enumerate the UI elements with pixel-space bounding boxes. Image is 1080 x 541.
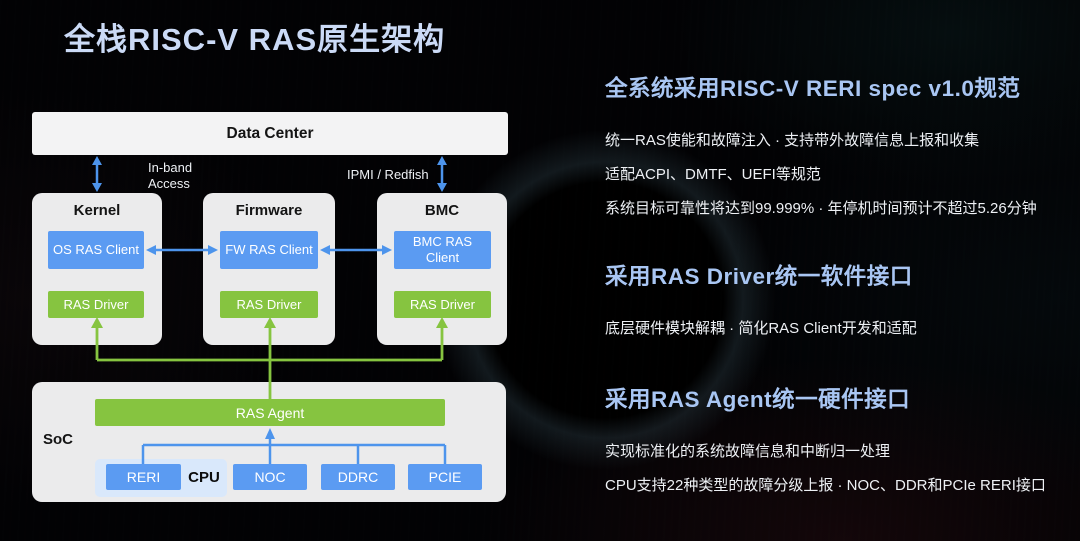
- section-bullet: 系统目标可靠性将达到99.999% · 年停机时间预计不超过5.26分钟: [605, 200, 1037, 217]
- cpu-label: CPU: [188, 468, 220, 486]
- noc-box: NOC: [233, 464, 307, 490]
- section-reri-spec: 全系统采用RISC-V RERI spec v1.0规范 统一RAS使能和故障注…: [605, 74, 1075, 233]
- kernel-title: Kernel: [73, 202, 121, 219]
- bmc-title: BMC: [424, 202, 460, 219]
- kernel-ras-driver-box: RAS Driver: [48, 291, 144, 318]
- bmc-ras-driver-box: RAS Driver: [394, 291, 491, 318]
- inband-access-label: In-band Access: [148, 160, 193, 191]
- page-title: 全栈RISC-V RAS原生架构: [64, 22, 446, 57]
- section-bullet: 适配ACPI、DMTF、UEFI等规范: [605, 166, 821, 183]
- data-center-label: Data Center: [226, 124, 314, 142]
- firmware-ras-driver-box: RAS Driver: [220, 291, 318, 318]
- firmware-title: Firmware: [235, 202, 303, 219]
- fw-ras-client-box: FW RAS Client: [220, 231, 318, 269]
- section-heading: 采用RAS Driver统一软件接口: [605, 264, 913, 289]
- section-ras-driver: 采用RAS Driver统一软件接口 底层硬件模块解耦 · 简化RAS Clie…: [605, 262, 1075, 353]
- ddrc-box: DDRC: [321, 464, 395, 490]
- data-center-box: Data Center: [32, 112, 508, 155]
- section-bullet: 底层硬件模块解耦 · 简化RAS Client开发和适配: [605, 320, 917, 337]
- soc-label: SoC: [43, 431, 73, 448]
- kernel-panel: Kernel: [32, 193, 162, 345]
- section-bullet: CPU支持22种类型的故障分级上报 · NOC、DDR和PCIe RERI接口: [605, 477, 1046, 494]
- section-heading: 采用RAS Agent统一硬件接口: [605, 387, 911, 412]
- pcie-box: PCIE: [408, 464, 482, 490]
- ras-agent-bar: RAS Agent: [95, 399, 445, 426]
- os-ras-client-box: OS RAS Client: [48, 231, 144, 269]
- firmware-panel: Firmware: [203, 193, 335, 345]
- bmc-ras-client-box: BMC RAS Client: [394, 231, 491, 269]
- reri-box: RERI: [106, 464, 181, 490]
- section-bullet: 实现标准化的系统故障信息和中断归一处理: [605, 443, 891, 460]
- section-heading: 全系统采用RISC-V RERI spec v1.0规范: [605, 76, 1021, 101]
- bmc-panel: BMC: [377, 193, 507, 345]
- ipmi-redfish-label: IPMI / Redfish: [347, 167, 429, 182]
- section-bullet: 统一RAS使能和故障注入 · 支持带外故障信息上报和收集: [605, 132, 980, 149]
- section-ras-agent: 采用RAS Agent统一硬件接口 实现标准化的系统故障信息和中断归一处理 CP…: [605, 385, 1075, 510]
